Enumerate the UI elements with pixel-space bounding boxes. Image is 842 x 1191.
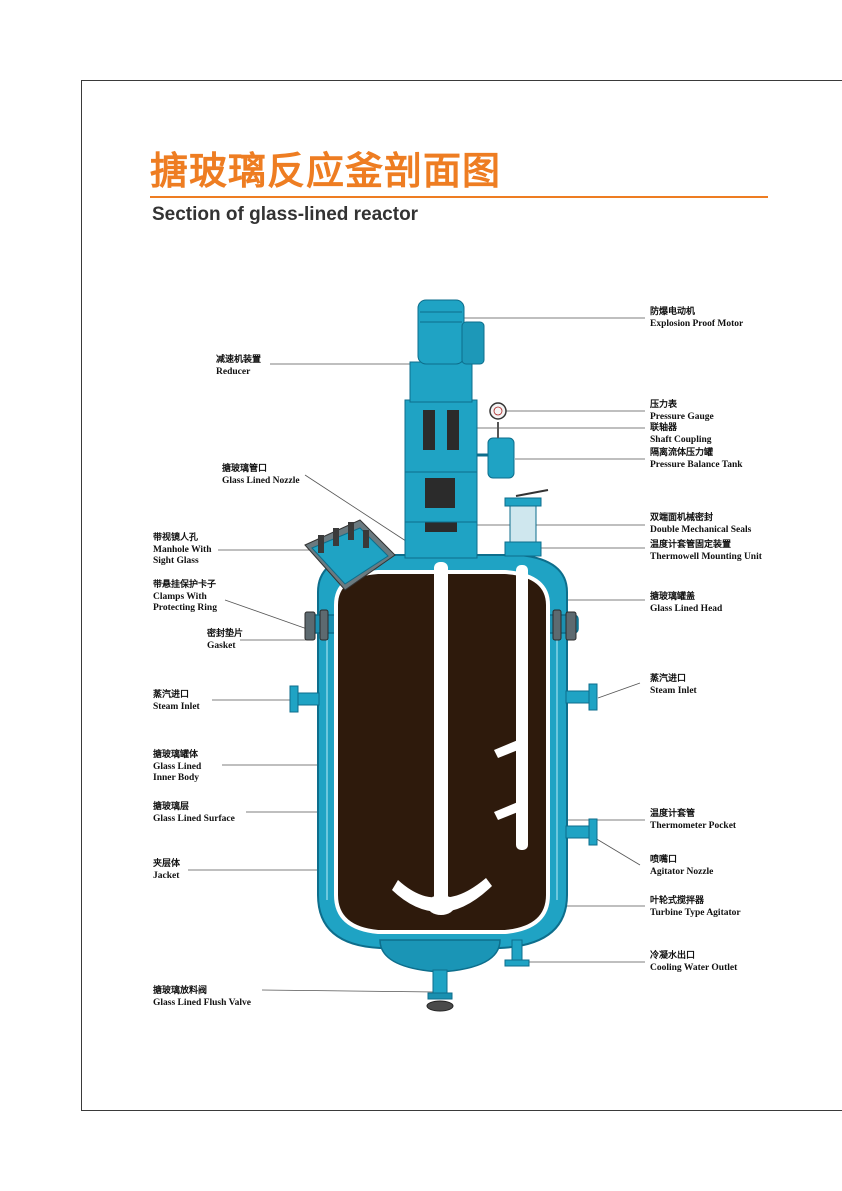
label-glass-lined-surface: 搪玻璃层 Glass Lined Surface [153,802,235,825]
label-jacket: 夹层体 Jacket [153,859,180,882]
thermometer-pocket [494,565,528,850]
label-explosion-proof-motor: 防爆电动机 Explosion Proof Motor [650,307,743,330]
clamps [304,609,577,641]
label-zh: 搪玻璃层 [153,802,190,812]
label-zh: 温度计套管 [650,809,696,819]
label-glass-lined-flush-valve: 搪玻璃放料阀 Glass Lined Flush Valve [153,986,251,1009]
label-en: Glass Lined Nozzle [222,475,300,486]
label-manhole-with-sight-glass: 带视镜人孔 Manhole With Sight Glass [153,533,212,568]
label-zh: 冷凝水出口 [650,951,696,961]
label-glass-lined-inner-body: 搪玻璃罐体 Glass Lined Inner Body [153,750,201,785]
page-frame [81,80,842,1111]
label-clamps-with-protecting-ring: 带悬挂保护卡子 Clamps With Protecting Ring [153,580,217,615]
label-en: Steam Inlet [153,701,200,712]
label-en: Pressure Balance Tank [650,459,743,470]
page-title: 搪玻璃反应釜剖面图 [150,149,502,193]
label-zh: 减速机装置 [216,355,262,365]
label-en: Reducer [216,366,251,377]
page-subtitle: Section of glass-lined reactor [152,204,419,225]
label-zh: 夹层体 [153,859,181,869]
label-double-mechanical-seals: 双端面机械密封 Double Mechanical Seals [650,513,751,536]
label-en: Agitator Nozzle [650,866,714,877]
label-zh: 搪玻璃放料阀 [153,986,208,996]
label-en: Glass Lined Flush Valve [153,997,251,1008]
label-glass-lined-nozzle: 搪玻璃管口 Glass Lined Nozzle [222,464,300,487]
label-zh: 蒸汽进口 [153,690,190,700]
label-zh: 搪玻璃罐盖 [650,592,696,602]
label-zh: 蒸汽进口 [650,674,687,684]
label-zh: 叶轮式搅拌器 [650,896,705,906]
label-glass-lined-head: 搪玻璃罐盖 Glass Lined Head [650,592,722,615]
label-shaft-coupling: 联轴器 Shaft Coupling [650,423,712,446]
label-en: Thermometer Pocket [650,820,737,831]
label-zh: 搪玻璃罐体 [153,750,199,760]
title-divider [150,196,768,198]
label-en: Shaft Coupling [650,434,712,445]
label-en: Manhole With [153,544,212,555]
label-en: Double Mechanical Seals [650,524,752,535]
drive-assembly [404,299,485,559]
agitator-nozzle [565,818,598,846]
label-reducer: 减速机装置 Reducer [216,355,261,378]
label-zh: 双端面机械密封 [650,513,714,523]
label-en: Pressure Gauge [650,411,714,422]
label-zh: 喷嘴口 [650,855,678,865]
label-en: Cooling Water Outlet [650,962,738,973]
label-turbine-type-agitator: 叶轮式搅拌器 Turbine Type Agitator [650,896,741,919]
label-en-line2: Sight Glass [153,556,199,566]
label-en: Glass Lined [153,761,202,772]
label-en: Gasket [207,640,236,651]
label-en: Glass Lined Surface [153,813,235,824]
label-zh: 带悬挂保护卡子 [153,580,217,590]
label-en-line2: Protecting Ring [153,603,217,613]
pressure-balance-tank [477,422,515,479]
steam-inlet-left [289,685,320,713]
pressure-gauge [489,402,507,420]
label-zh: 密封垫片 [207,629,244,639]
label-pressure-balance-tank: 隔离流体压力罐 Pressure Balance Tank [650,448,743,471]
cooling-water-outlet [504,939,530,967]
thermowell-mount [504,489,549,557]
label-steam-inlet-left: 蒸汽进口 Steam Inlet [153,690,200,713]
label-zh: 带视镜人孔 [153,533,199,543]
label-en: Glass Lined Head [650,603,723,614]
label-en: Explosion Proof Motor [650,318,744,329]
label-gasket: 密封垫片 Gasket [207,629,243,652]
label-steam-inlet-right: 蒸汽进口 Steam Inlet [650,674,697,697]
label-en: Jacket [153,870,180,881]
label-pressure-gauge: 压力表 Pressure Gauge [650,400,714,423]
label-agitator-nozzle: 喷嘴口 Agitator Nozzle [650,855,713,878]
turbine-agitator [392,562,492,915]
label-cooling-water-outlet: 冷凝水出口 Cooling Water Outlet [650,951,737,974]
label-zh: 压力表 [650,400,678,410]
label-en-line2: Inner Body [153,773,200,783]
label-zh: 隔离流体压力罐 [650,448,714,458]
bottom-dome [379,939,501,973]
label-zh: 温度计套管固定装置 [650,540,732,550]
manhole-with-sight-glass [304,519,396,591]
steam-inlet-right [565,683,598,711]
label-thermometer-pocket: 温度计套管 Thermometer Pocket [650,809,736,832]
label-en: Thermowell Mounting Unit [650,551,762,562]
label-zh: 搪玻璃管口 [222,464,268,474]
label-en: Turbine Type Agitator [650,907,741,918]
label-thermowell-mounting-unit: 温度计套管固定装置 Thermowell Mounting Unit [650,540,762,563]
flush-valve [426,969,454,1012]
label-zh: 防爆电动机 [650,307,696,317]
label-zh: 联轴器 [650,423,678,433]
label-en: Clamps With [153,591,207,602]
label-en: Steam Inlet [650,685,697,696]
